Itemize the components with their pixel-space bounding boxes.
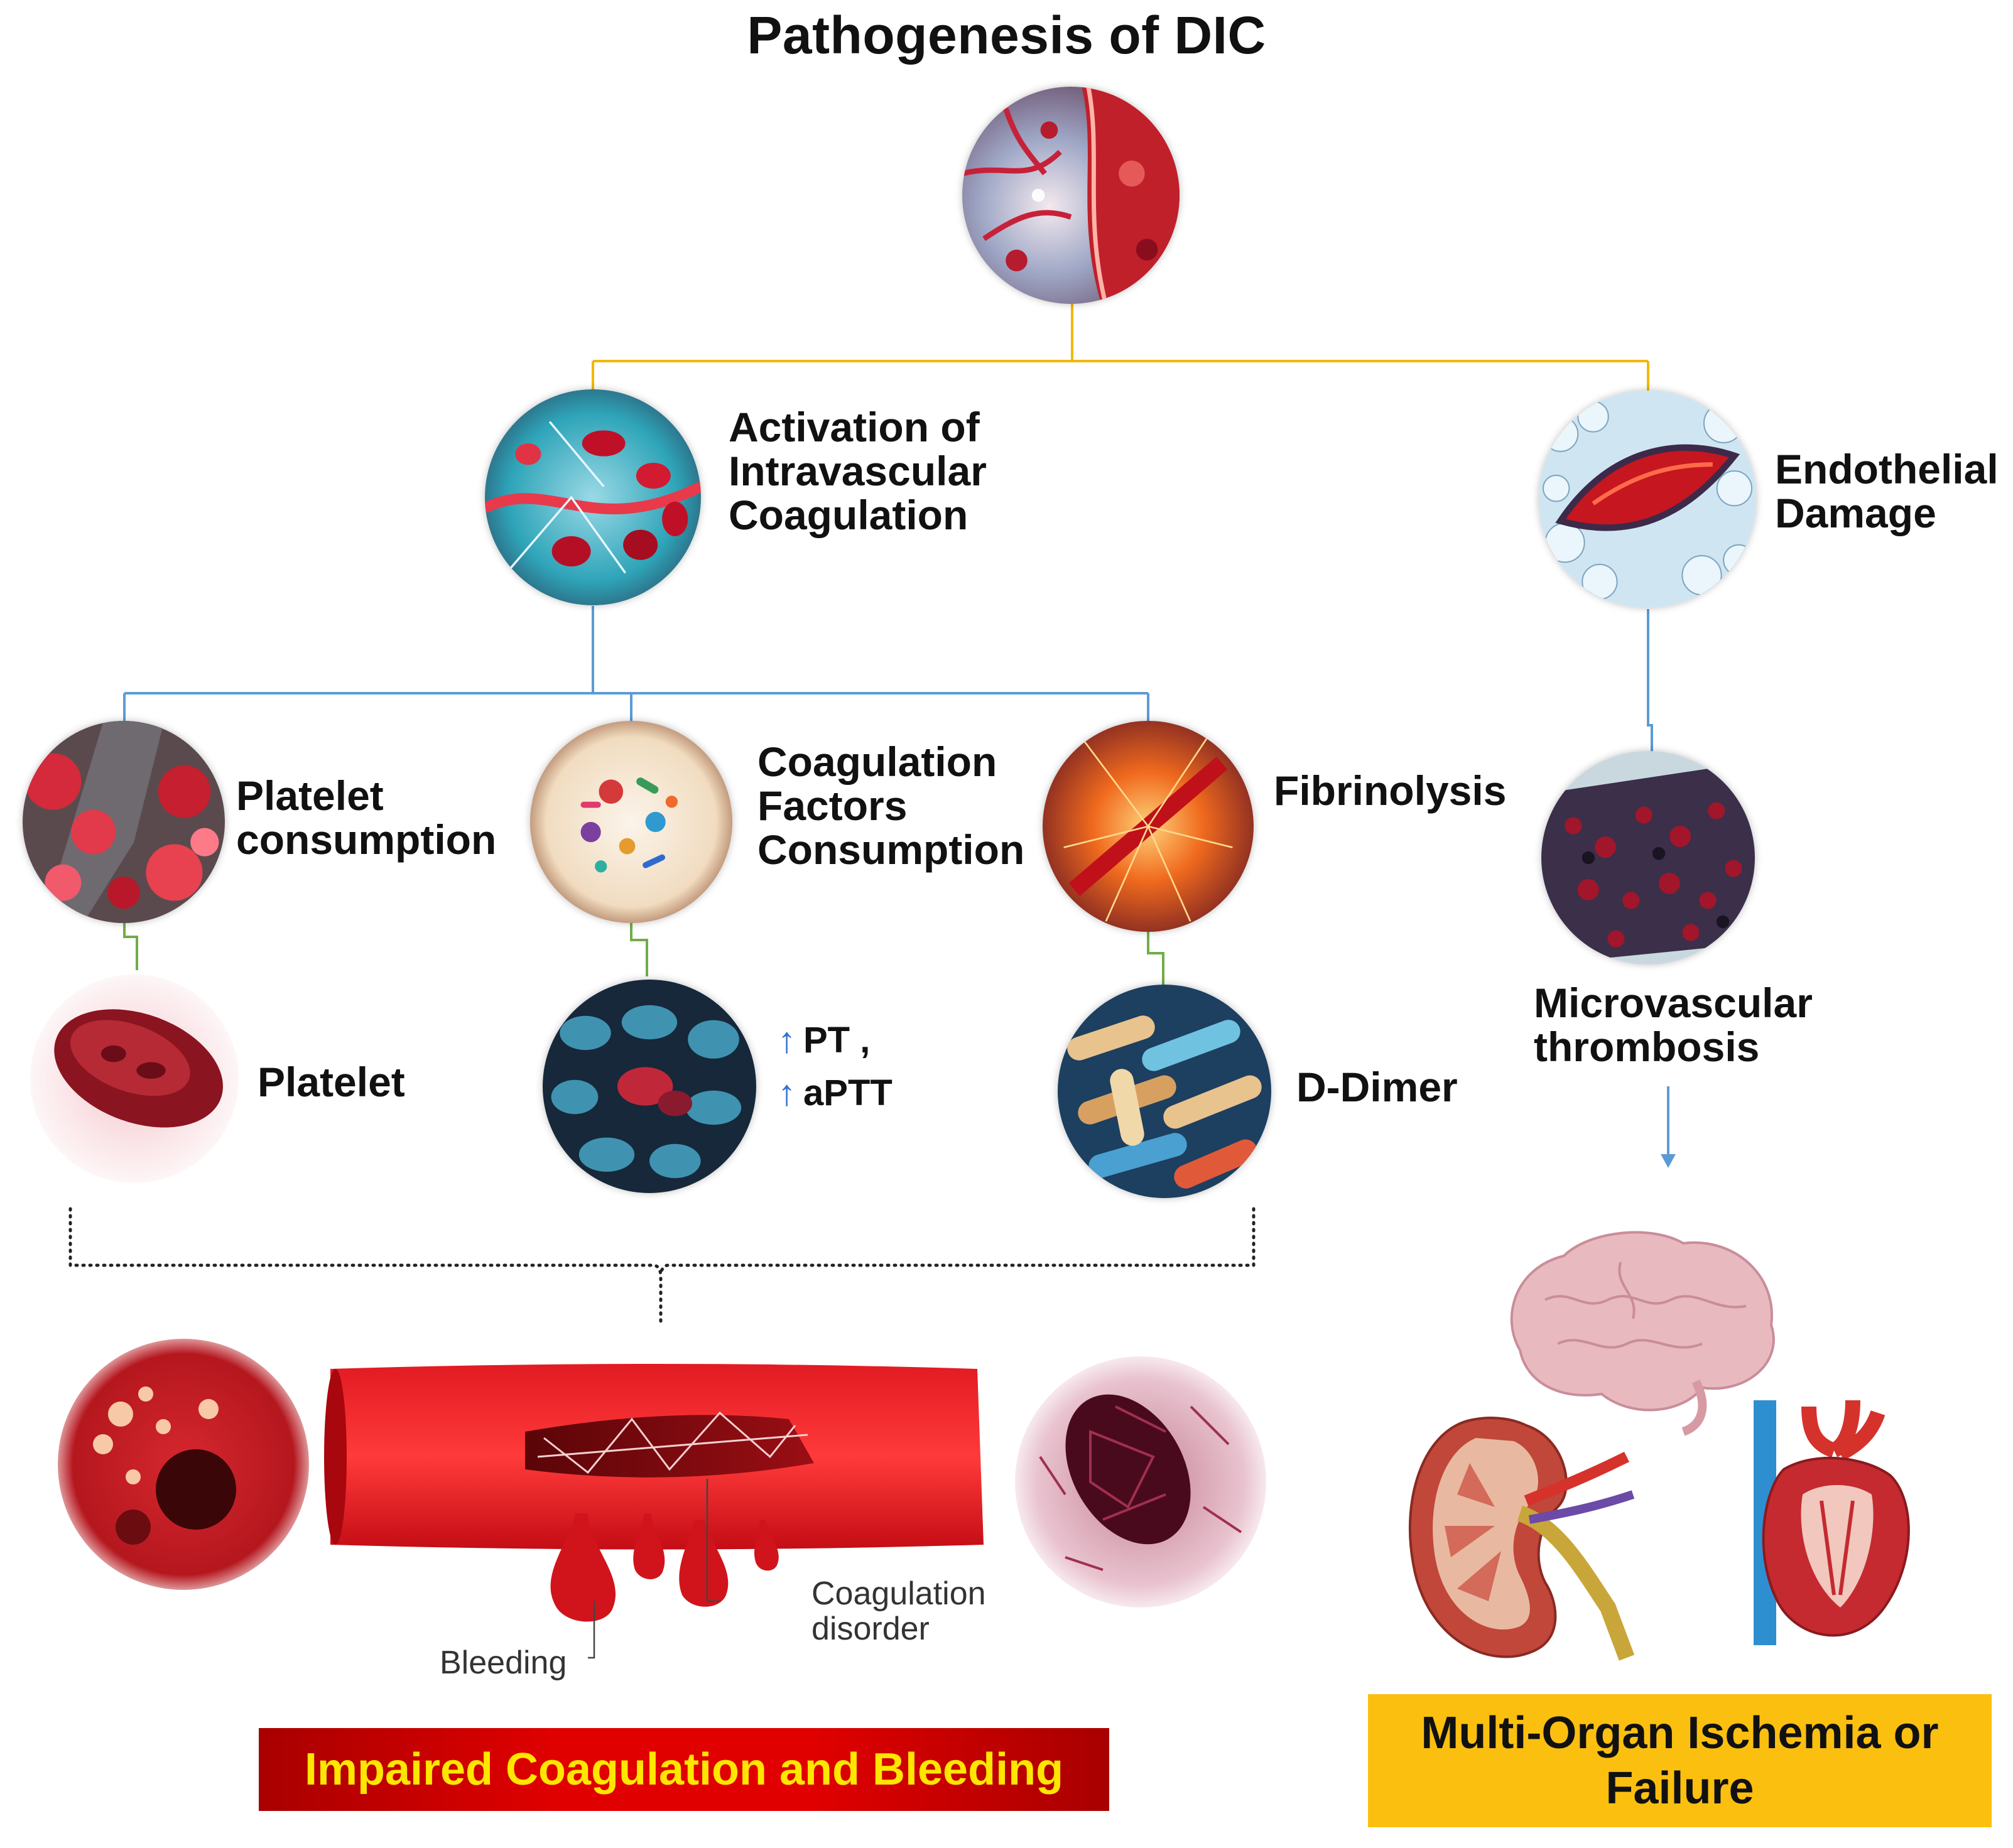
diagram-title: Pathogenesis of DIC <box>747 6 1266 65</box>
endothelial-label-line2: Damage <box>1775 490 1936 536</box>
pt-up-arrow-icon: ↑ <box>778 1020 796 1061</box>
coagulation-disorder-line2: disorder <box>811 1611 930 1647</box>
dic-vessel-image <box>962 87 1180 304</box>
endothelial-label-line1: Endothelial <box>1775 446 1999 492</box>
activation-label: Activation of Intravascular Coagulation <box>729 405 987 537</box>
d-dimer-image <box>1058 985 1271 1198</box>
aptt-up-arrow-icon: ↑ <box>778 1073 796 1113</box>
coagulation-factors-line1: Coagulation <box>757 738 997 785</box>
coagulation-activation-image <box>485 389 701 605</box>
coagulation-factors-label: Coagulation Factors Consumption <box>757 740 1024 872</box>
multi-organ-line1: Multi-Organ Ischemia or <box>1421 1708 1939 1758</box>
microvascular-line2: thrombosis <box>1534 1024 1760 1070</box>
activation-label-line3: Coagulation <box>729 492 969 538</box>
coagulation-factors-image <box>530 721 732 923</box>
fibrinolysis-label: Fibrinolysis <box>1274 767 1507 814</box>
coagulation-factors-line2: Factors <box>757 782 908 829</box>
impaired-coagulation-banner: Impaired Coagulation and Bleeding <box>259 1728 1109 1811</box>
aptt-text: aPTT <box>803 1073 893 1113</box>
microvascular-line1: Microvascular <box>1534 980 1813 1026</box>
microvascular-label: Microvascular thrombosis <box>1534 981 1813 1069</box>
multi-organ-line2: Failure <box>1605 1763 1754 1813</box>
endothelial-label: Endothelial Damage <box>1775 447 1999 535</box>
bleeding-tissue-image <box>58 1339 309 1590</box>
bleeding-annotation: Bleeding <box>440 1645 567 1681</box>
pt-text: PT , <box>803 1020 871 1061</box>
endothelial-damage-image <box>1539 391 1756 608</box>
coagulation-disorder-annotation: Coagulation disorder <box>811 1576 986 1646</box>
fibrinolysis-image <box>1043 721 1254 932</box>
blood-vessel-illustration <box>324 1364 984 1659</box>
platelet-consumption-label: Platelet consumption <box>236 774 496 862</box>
activation-label-line2: Intravascular <box>729 448 987 494</box>
thrombus-tissue-image <box>1015 1356 1266 1608</box>
platelet-consumption-line1: Platelet <box>236 772 384 819</box>
platelet-consumption-line2: consumption <box>236 816 497 863</box>
platelet-image <box>30 975 239 1183</box>
kidney-illustration <box>1408 1417 1635 1661</box>
activation-label-line1: Activation of <box>729 404 980 450</box>
multi-organ-banner: Multi-Organ Ischemia or Failure <box>1368 1694 1992 1827</box>
aptt-label: ↑aPTT <box>778 1071 893 1115</box>
platelet-consumption-image <box>23 721 225 923</box>
microvascular-thrombosis-image <box>1541 751 1755 965</box>
platelet-label: Platelet <box>258 1059 405 1105</box>
coagulation-factors-line3: Consumption <box>757 826 1025 873</box>
pt-label: ↑PT , <box>778 1019 870 1062</box>
brain-illustration <box>1510 1231 1775 1436</box>
coagulation-disorder-line1: Coagulation <box>811 1575 986 1612</box>
heart-illustration <box>1754 1400 1910 1645</box>
d-dimer-label: D-Dimer <box>1296 1064 1458 1110</box>
impaired-coagulation-text: Impaired Coagulation and Bleeding <box>304 1744 1064 1795</box>
pt-aptt-image <box>543 980 756 1193</box>
